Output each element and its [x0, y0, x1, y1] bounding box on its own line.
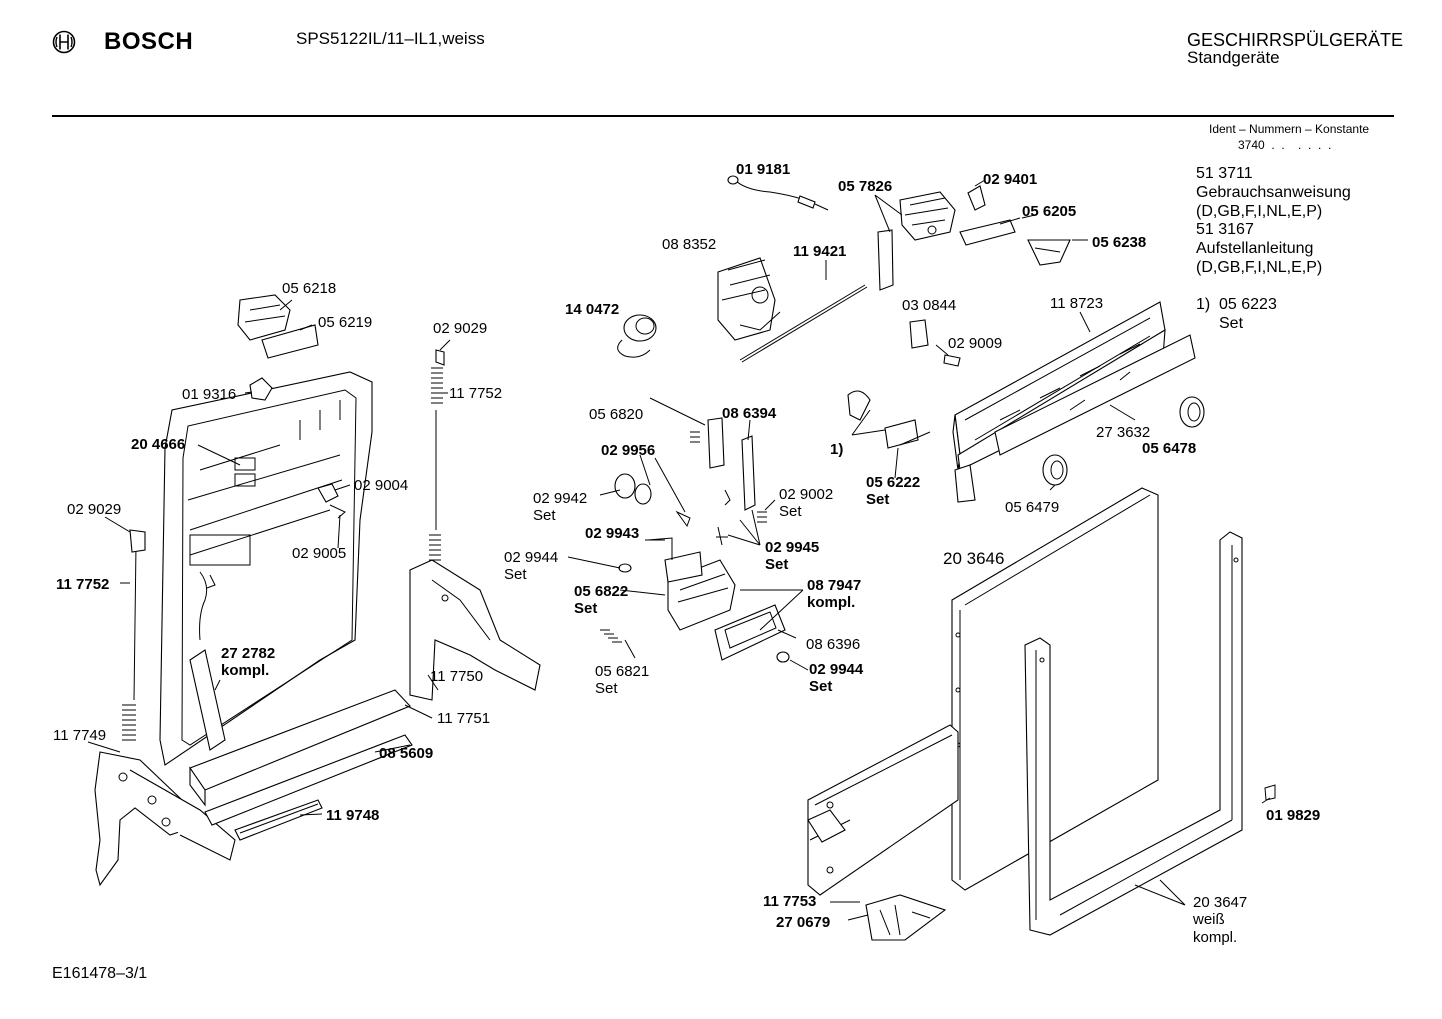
- part-label-088352: 08 8352: [662, 236, 717, 253]
- bosch-armature-icon: [52, 30, 76, 54]
- ident-value: 3740 . . . . . .: [1238, 138, 1332, 152]
- part-label-273632: 27 3632: [1096, 424, 1151, 441]
- part-label-119748: 11 9748: [326, 807, 380, 824]
- door-lock: [877, 191, 956, 291]
- doc2-number: 51 3167: [1196, 221, 1254, 238]
- door-frame: [1024, 531, 1243, 936]
- inner-door-panel: [159, 371, 373, 766]
- knob-05-6478: [1179, 396, 1205, 428]
- part-label-030844: 03 0844: [902, 297, 957, 314]
- part-label-117749: 11 7749: [53, 727, 107, 744]
- hinge-spring-right: [429, 349, 445, 561]
- doc2-languages: (D,GB,F,I,NL,E,P): [1196, 259, 1323, 276]
- brand-name: BOSCH: [104, 28, 194, 55]
- appliance-category: GESCHIRRSPÜLGERÄTE: [1187, 30, 1404, 50]
- part-label-203646: 20 3646: [943, 549, 1005, 568]
- part-label-117753: 11 7753: [763, 893, 817, 910]
- part-label-117752-left: 11 7752: [56, 576, 110, 593]
- doc1-title: Gebrauchsanweisung: [1196, 184, 1351, 201]
- knob-05-6479: [1042, 454, 1068, 486]
- model-designation: SPS5122IL/11–IL1,weiss: [296, 29, 485, 48]
- bottom-trim-strips: [189, 689, 413, 841]
- footnote-reference: 1): [1196, 296, 1211, 313]
- part-label-272782: 27 2782 kompl.: [221, 645, 276, 680]
- part-label-056218: 05 6218: [282, 280, 337, 297]
- part-label-019829: 01 9829: [1266, 807, 1321, 824]
- part-label-118723: 11 8723: [1050, 295, 1104, 312]
- footnote-part-number: 05 6223: [1219, 296, 1277, 313]
- part-label-029004: 02 9004: [354, 477, 409, 494]
- part-label-087947: 08 7947 kompl.: [807, 577, 862, 612]
- part-label-056219: 05 6219: [318, 314, 373, 331]
- connector-block: [909, 319, 961, 367]
- screw-01-9829: [1264, 784, 1276, 801]
- part-label-029401: 02 9401: [983, 171, 1038, 188]
- part-label-footnote-1: 1): [830, 441, 844, 458]
- part-label-117751: 11 7751: [437, 710, 491, 727]
- part-label-029944-upper: 02 9944 Set: [504, 549, 559, 584]
- appliance-subcategory: Standgeräte: [1187, 48, 1280, 67]
- part-label-019316: 01 9316: [182, 386, 237, 403]
- panel-window: [994, 334, 1196, 456]
- leader-lines: [87, 179, 1271, 921]
- part-label-029002: 02 9002 Set: [779, 486, 834, 521]
- part-label-056821: 05 6821 Set: [595, 663, 650, 698]
- part-label-056478: 05 6478: [1142, 440, 1197, 457]
- part-label-029945: 02 9945 Set: [765, 539, 820, 574]
- kickboard: [807, 724, 959, 896]
- outer-door-panel: [951, 487, 1159, 891]
- part-label-086394: 08 6394: [722, 405, 777, 422]
- ident-label: Ident – Nummern – Konstante: [1209, 122, 1370, 136]
- sensor-cable: [727, 175, 829, 211]
- part-label-117752-top: 11 7752: [449, 385, 503, 402]
- hinge-spring-left: [122, 529, 146, 741]
- doc2-title: Aufstellanleitung: [1196, 240, 1314, 257]
- part-label-270679: 27 0679: [776, 914, 831, 931]
- part-label-029944-lower: 02 9944 Set: [809, 661, 864, 696]
- part-label-119421: 11 9421: [793, 243, 847, 260]
- latch-assembly-top: [237, 294, 319, 401]
- doc1-languages: (D,GB,F,I,NL,E,P): [1196, 203, 1323, 220]
- part-label-056822: 05 6822 Set: [574, 583, 629, 618]
- microswitch: [959, 185, 1071, 266]
- part-label-204666: 20 4666: [131, 436, 186, 453]
- part-label-117750: 11 7750: [430, 668, 484, 685]
- linkage-rod: [739, 284, 868, 363]
- kickboard-bracket: [865, 894, 947, 941]
- left-hinge: [94, 751, 236, 887]
- footnote-set: Set: [1219, 315, 1244, 332]
- part-label-029029-left: 02 9029: [67, 501, 122, 518]
- switch-05-6222: [847, 390, 931, 449]
- part-label-029029-top: 02 9029: [433, 320, 488, 337]
- part-label-029943: 02 9943: [585, 525, 640, 542]
- part-label-085609: 08 5609: [379, 745, 434, 762]
- part-label-056222: 05 6222 Set: [866, 474, 921, 509]
- header-divider: [52, 115, 1394, 117]
- part-label-056205: 05 6205: [1022, 203, 1077, 220]
- part-label-056479: 05 6479: [1005, 499, 1060, 516]
- part-label-029942: 02 9942 Set: [533, 490, 588, 525]
- part-label-029005: 02 9005: [292, 545, 347, 562]
- part-label-056820: 05 6820: [589, 406, 644, 423]
- timer-knob: [617, 314, 657, 358]
- part-label-140472: 14 0472: [565, 301, 620, 318]
- part-label-203647: 20 3647 weiß kompl.: [1193, 894, 1248, 946]
- doc1-number: 51 3711: [1196, 165, 1253, 182]
- drawing-identifier: E161478–3/1: [52, 965, 148, 982]
- insulation-strip: [189, 649, 226, 751]
- part-label-029009: 02 9009: [948, 335, 1003, 352]
- program-timer: [717, 257, 781, 341]
- part-label-019181: 01 9181: [736, 161, 791, 178]
- part-label-029956: 02 9956: [601, 442, 656, 459]
- part-label-086396: 08 6396: [806, 636, 861, 653]
- part-label-056238: 05 6238: [1092, 234, 1147, 251]
- right-hinge: [409, 559, 541, 701]
- part-label-057826: 05 7826: [838, 178, 893, 195]
